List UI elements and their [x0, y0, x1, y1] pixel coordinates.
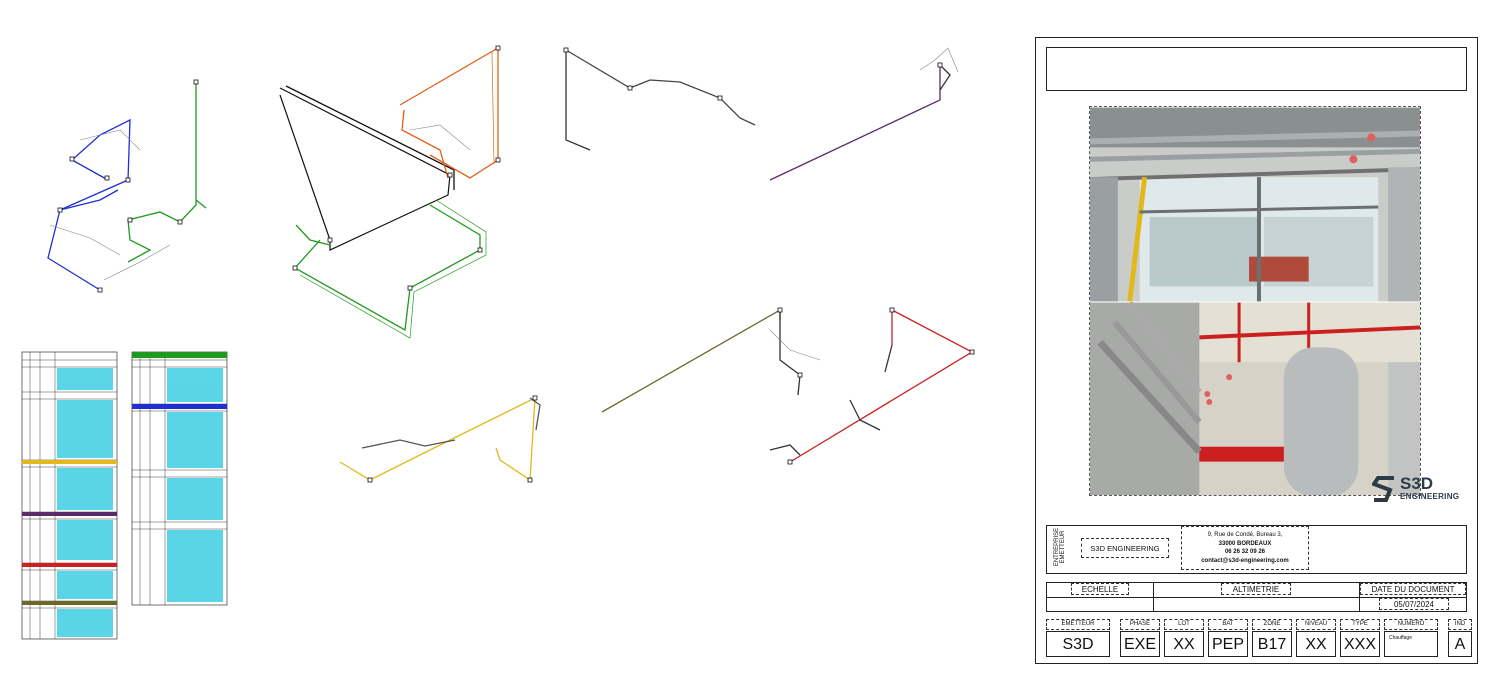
network-grey-purple — [565, 47, 959, 181]
code-niveau: NIVEAU XX — [1296, 618, 1336, 660]
drawing-title-box — [1046, 47, 1467, 91]
code-lot: LOT XX — [1164, 618, 1204, 660]
title-block: S3D ENGINEERING ENTREPRISE EMETTEUR S3D … — [1035, 37, 1478, 664]
photo-windows — [1090, 107, 1420, 302]
pipe-yellow — [339, 396, 536, 482]
issuer-label-2: EMETTEUR — [1060, 530, 1066, 564]
network-black-orange-green — [279, 46, 499, 339]
pipe-olive — [601, 308, 781, 413]
network-yellow — [339, 396, 541, 482]
pipe-red — [789, 308, 974, 463]
scale-altimetry-date-row: ECHELLE ALTIMETRIE DATE DU DOCUMENT 05/0… — [1046, 582, 1467, 612]
address-line2: 33000 BORDEAUX — [1218, 540, 1272, 547]
code-zone: ZONE B17 — [1252, 618, 1292, 660]
code-type: TYPE XXX — [1340, 618, 1380, 660]
document-codes: EMETTEUR S3D PHASE EXE LOT XX BAT PEP ZO… — [1044, 618, 1472, 660]
pipe-blue — [47, 118, 131, 291]
pipe-orange — [399, 46, 499, 179]
isometric-drawing — [21, 45, 975, 640]
scale-label: ECHELLE — [1071, 583, 1129, 595]
network-red — [769, 308, 974, 463]
pipe-blue-2 — [59, 189, 119, 211]
date-label: DATE DU DOCUMENT — [1360, 583, 1466, 595]
phone: 06 26 32 09 26 — [1224, 549, 1266, 555]
logo-brand: S3D — [1400, 474, 1434, 493]
network-blue-green — [47, 82, 207, 291]
company-address: 9, Rue de Condé, Bureau 3, 33000 BORDEAU… — [1181, 526, 1309, 570]
date-value: 05/07/2024 — [1379, 598, 1449, 610]
s3d-logo-icon — [1372, 476, 1394, 502]
photo-plant-room — [1090, 302, 1420, 495]
pipe-green — [127, 82, 197, 263]
issuer-info: ENTREPRISE EMETTEUR S3D ENGINEERING 9, R… — [1046, 525, 1467, 574]
site-photos — [1089, 106, 1421, 496]
pipe-black — [279, 87, 451, 251]
address-line1: 9, Rue de Condé, Bureau 3, — [1207, 532, 1283, 538]
legend-tables — [21, 351, 228, 640]
code-ind: IND A — [1448, 618, 1472, 660]
email: contact@s3d-engineering.com — [1201, 557, 1289, 564]
code-emetteur: EMETTEUR S3D — [1046, 618, 1110, 660]
code-numero: NUMERO Chauffage — [1384, 618, 1438, 660]
company-logo: S3D ENGINEERING — [1372, 472, 1472, 508]
pipe-green-2 — [195, 199, 207, 209]
altimetry-label: ALTIMETRIE — [1221, 583, 1291, 595]
network-olive — [601, 308, 821, 413]
company-name: S3D ENGINEERING — [1081, 538, 1169, 558]
logo-sub: ENGINEERING — [1400, 492, 1460, 501]
pipe-purple — [769, 65, 941, 181]
code-bat: BAT PEP — [1208, 618, 1248, 660]
pipe-grey — [565, 50, 591, 151]
code-phase: PHASE EXE — [1120, 618, 1160, 660]
